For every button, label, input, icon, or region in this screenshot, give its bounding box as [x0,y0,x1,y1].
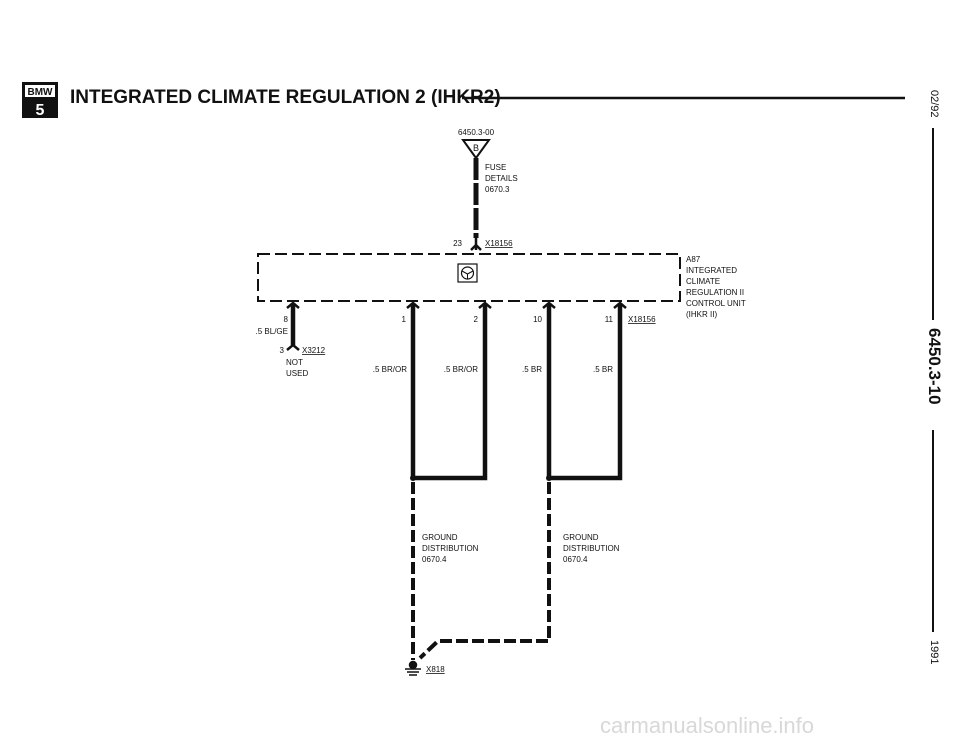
date-label: 02/92 [928,90,940,118]
pin-label: 1 [402,315,407,324]
fuse-ref: 6450.3-00 [458,128,495,137]
connector-id: X18156 [628,315,656,324]
ground-ref: 0670.4 [563,555,588,564]
pin-label: 2 [474,315,479,324]
wire-color: .5 BR [522,365,542,374]
module-id: A87 [686,255,701,264]
ground-label: DISTRIBUTION [563,544,620,553]
fuse-details-ref: 0670.3 [485,185,510,194]
svg-text:BMW: BMW [28,87,54,98]
fuse-triangle-icon: B [461,139,491,160]
ground-wire-right [418,482,551,660]
connector-id: X18156 [485,239,513,248]
wire-pins-10-11 [546,303,623,481]
module-name: (IHKR II) [686,310,717,319]
splice-icon [410,475,416,481]
fuse-details-label: DETAILS [485,174,518,183]
pin-23: 23 [453,239,462,248]
svg-text:5: 5 [36,102,45,119]
ground-label: GROUND [422,533,458,542]
ground-label: GROUND [563,533,599,542]
module-name: REGULATION II [686,288,744,297]
ground-icon [405,660,421,676]
year-label: 1991 [928,640,940,664]
ground-id: X818 [426,665,445,674]
module-box [257,253,681,302]
ground-ref: 0670.4 [422,555,447,564]
wire-pins-1-2 [410,303,488,481]
module-name: CONTROL UNIT [686,299,746,308]
wire-color: .5 BL/GE [256,327,288,336]
module-name: CLIMATE [686,277,720,286]
bmw-logo: BMW 5 [22,82,58,119]
pin-label: 11 [605,315,614,324]
page-title: INTEGRATED CLIMATE REGULATION 2 (IHKR2) [70,87,501,108]
fuse-details-label: FUSE [485,163,506,172]
svg-text:B: B [473,143,479,153]
pin-label: 8 [284,315,289,324]
wire-color: .5 BR/OR [373,365,407,374]
watermark: carmanualsonline.info [600,713,814,738]
pin-label: 3 [280,346,285,355]
splice-icon [546,475,552,481]
wire-color: .5 BR/OR [444,365,478,374]
connector-icon [286,343,300,351]
not-used-label: USED [286,369,308,378]
climate-module-icon [457,263,478,283]
module-name: INTEGRATED [686,266,737,275]
ground-label: DISTRIBUTION [422,544,479,553]
pin-label: 10 [533,315,542,324]
connector-id: X3212 [302,346,326,355]
not-used-label: NOT [286,358,303,367]
wire-color: .5 BR [593,365,613,374]
connector-icon [470,238,482,251]
page-number: 6450.3-10 [925,328,944,405]
